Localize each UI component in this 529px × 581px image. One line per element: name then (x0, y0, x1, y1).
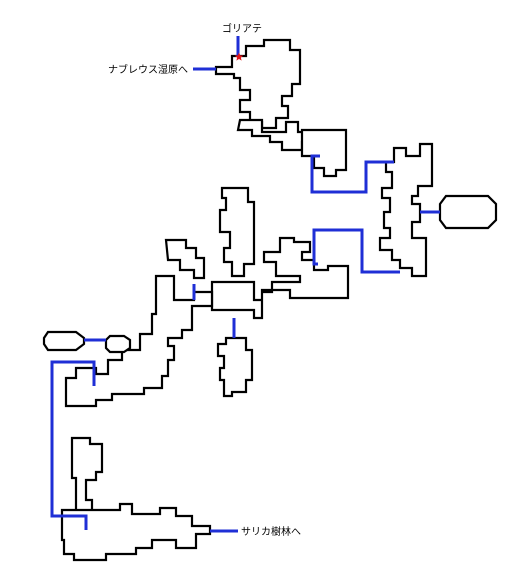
room-west-small-capsule[interactable] (104, 334, 132, 354)
room-center-hub[interactable] (210, 236, 350, 320)
room-east-capsule[interactable] (438, 194, 498, 230)
room-south-tower[interactable] (70, 436, 104, 514)
room-south-base[interactable] (60, 502, 212, 562)
room-top-entrance[interactable] (214, 38, 302, 130)
connections (50, 36, 440, 533)
boss-label: ゴリアテ (222, 22, 262, 35)
room-east-corridor[interactable] (378, 142, 434, 278)
room-center-west-branch[interactable] (164, 238, 206, 280)
room-west-arm[interactable] (64, 274, 214, 408)
room-top-east[interactable] (300, 128, 348, 178)
star-icon[interactable] (234, 52, 244, 61)
boss-marker-star[interactable] (234, 52, 244, 61)
rooms (42, 38, 498, 562)
exit-east-label: サリカ樹林へ (241, 525, 301, 538)
room-center-south[interactable] (216, 336, 254, 398)
exit-west-label: ナブレウス湿原へ (108, 63, 188, 76)
link-west-to-south[interactable] (50, 360, 96, 530)
link-center-to-east[interactable] (312, 228, 400, 274)
room-center-tower[interactable] (218, 186, 256, 278)
link-top-to-east[interactable] (310, 154, 394, 194)
room-west-capsule[interactable] (42, 330, 86, 352)
